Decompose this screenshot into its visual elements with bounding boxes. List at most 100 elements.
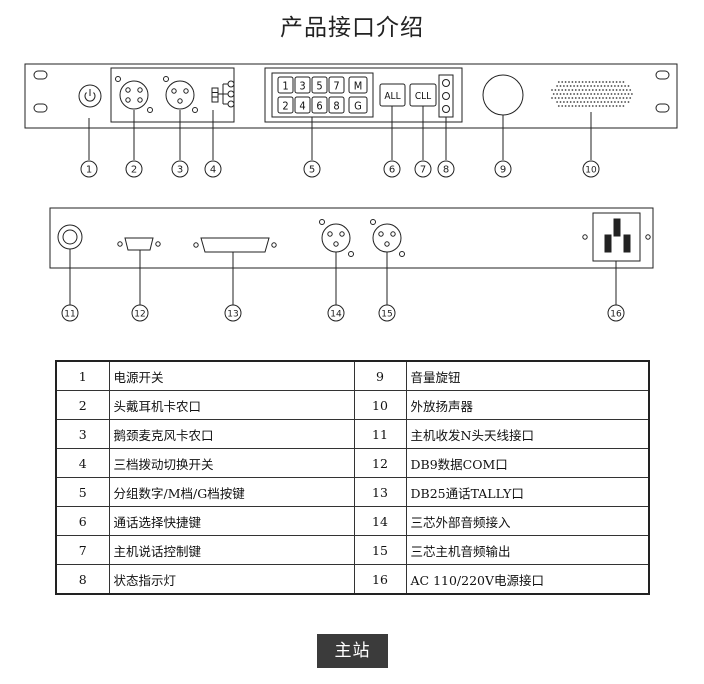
- speaker-hole: [605, 97, 608, 99]
- speaker-hole: [578, 89, 581, 91]
- speaker-hole: [620, 85, 623, 87]
- group-button-label: G: [354, 100, 362, 113]
- speaker-hole: [620, 101, 623, 103]
- speaker-hole: [603, 85, 606, 87]
- speaker-hole: [557, 105, 560, 107]
- gooseneck-xlr-connector[interactable]: [163, 76, 198, 113]
- speaker-hole: [557, 89, 560, 91]
- port-description: AC 110/220V电源接口: [405, 564, 650, 595]
- rack-ear-right-top: [655, 70, 670, 80]
- group-button-label: 4: [299, 100, 305, 113]
- speaker-hole: [563, 85, 565, 87]
- port-number: 1: [55, 360, 110, 391]
- port-description: 分组数字/M档/G档按键: [108, 477, 355, 507]
- group-button[interactable]: [328, 96, 345, 114]
- speaker-hole: [556, 101, 558, 103]
- speaker-hole: [559, 85, 562, 87]
- speaker-hole: [588, 81, 591, 83]
- speaker-hole: [578, 97, 581, 99]
- three-position-switch[interactable]: [211, 80, 235, 108]
- speaker-hole: [569, 85, 572, 87]
- speaker-hole: [568, 89, 570, 91]
- host-audio-output-xlr[interactable]: [370, 219, 405, 257]
- cll-button-label: CLL: [415, 91, 431, 102]
- speaker-hole: [600, 101, 603, 103]
- antenna-connector[interactable]: [57, 224, 83, 250]
- speaker-hole: [586, 85, 589, 87]
- headset-xlr-connector[interactable]: [115, 76, 153, 113]
- db25-tally-port[interactable]: [193, 237, 277, 253]
- table-row: 4 三档拨动切换开关 12 DB9数据COM口: [55, 448, 650, 478]
- volume-knob[interactable]: [482, 74, 524, 116]
- port-number: 7: [55, 535, 110, 565]
- port-description: 状态指示灯: [108, 564, 355, 595]
- speaker-hole: [585, 81, 587, 83]
- speaker-hole: [591, 105, 594, 107]
- speaker-hole: [598, 97, 601, 99]
- group-button[interactable]: [348, 76, 368, 94]
- speaker-hole: [627, 93, 630, 95]
- speaker-hole: [595, 81, 598, 83]
- speaker-hole: [605, 89, 608, 91]
- port-description: 三芯外部音频接入: [405, 506, 650, 536]
- group-button[interactable]: [311, 96, 328, 114]
- speaker-hole: [602, 97, 604, 99]
- speaker-hole: [607, 93, 609, 95]
- callout-number: 16: [610, 310, 622, 320]
- speaker-hole: [591, 81, 594, 83]
- group-button[interactable]: [311, 76, 328, 94]
- speaker-hole: [622, 97, 625, 99]
- port-number: 14: [353, 506, 407, 536]
- group-button-label: 3: [299, 80, 305, 93]
- speaker-hole: [614, 93, 616, 95]
- speaker-hole: [561, 81, 564, 83]
- port-description: 头戴耳机卡农口: [108, 390, 355, 420]
- table-row: 1 电源开关 9 音量旋钮: [55, 360, 650, 391]
- port-description: 主机收发N头天线接口: [405, 419, 650, 449]
- group-button[interactable]: [348, 96, 368, 114]
- speaker-hole: [581, 89, 584, 91]
- table-row: 7 主机说话控制键 15 三芯主机音频输出: [55, 535, 650, 565]
- group-button[interactable]: [294, 76, 311, 94]
- speaker-hole: [619, 89, 621, 91]
- group-button[interactable]: [277, 76, 294, 94]
- rack-ear-left-top: [33, 70, 48, 80]
- table-row: 6 通话选择快捷键 14 三芯外部音频接入: [55, 506, 650, 536]
- speaker-hole: [603, 101, 606, 103]
- table-row: 8 状态指示灯 16 AC 110/220V电源接口: [55, 564, 650, 595]
- speaker-hole: [571, 89, 574, 91]
- speaker-hole: [617, 93, 620, 95]
- speaker-hole: [629, 89, 632, 91]
- speaker-hole: [564, 89, 567, 91]
- port-description: DB25通话TALLY口: [405, 477, 650, 507]
- speaker-hole: [586, 93, 589, 95]
- group-button-area: [271, 72, 374, 118]
- speaker-hole: [561, 97, 564, 99]
- db9-com-port[interactable]: [117, 237, 161, 251]
- ac-power-inlet[interactable]: [582, 212, 651, 262]
- speaker-hole: [627, 101, 630, 103]
- port-number: 11: [353, 419, 407, 449]
- group-button-label: 6: [316, 100, 322, 113]
- speaker-hole: [571, 97, 574, 99]
- group-button[interactable]: [294, 96, 311, 114]
- port-number: 12: [353, 448, 407, 478]
- speaker-hole: [607, 85, 609, 87]
- speaker-hole: [597, 85, 599, 87]
- speaker-hole: [580, 85, 582, 87]
- speaker-hole: [624, 85, 626, 87]
- callout-number: 2: [131, 165, 137, 176]
- speaker-hole: [574, 105, 577, 107]
- power-switch[interactable]: [78, 84, 102, 108]
- speaker-hole: [620, 93, 623, 95]
- speaker-hole: [581, 105, 584, 107]
- external-audio-input-xlr[interactable]: [319, 219, 354, 257]
- speaker-hole: [568, 97, 570, 99]
- port-number: 2: [55, 390, 110, 420]
- port-description: 电源开关: [108, 360, 355, 391]
- group-button[interactable]: [277, 96, 294, 114]
- group-button[interactable]: [328, 76, 345, 94]
- all-button-label: ALL: [384, 91, 400, 102]
- speaker-hole: [551, 97, 553, 99]
- speaker-hole: [571, 81, 574, 83]
